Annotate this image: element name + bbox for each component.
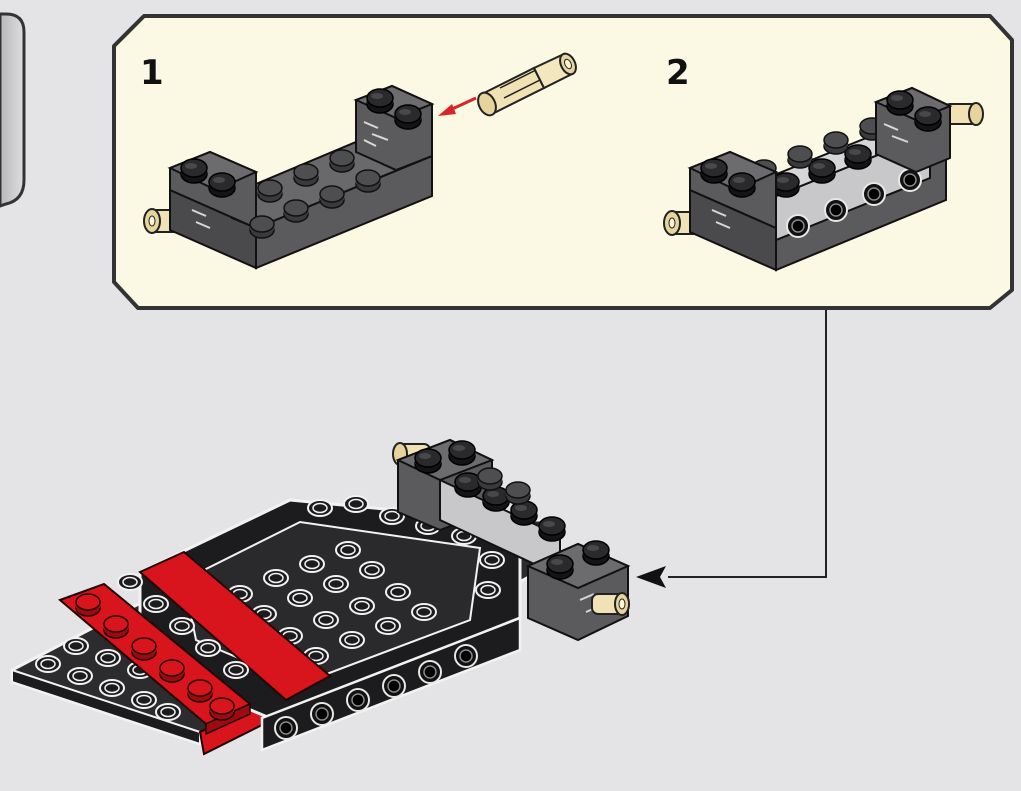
step-2-illustration	[663, 86, 984, 272]
placement-arrow	[636, 566, 666, 588]
tan-pin-right-2	[943, 102, 984, 126]
attached-subassembly	[392, 438, 631, 642]
step-1-illustration	[143, 84, 435, 270]
callout-connector-line	[668, 305, 827, 578]
tan-axle-pin	[477, 52, 577, 117]
previous-step-panel-edge	[0, 12, 26, 208]
step-number-2: 2	[666, 53, 690, 93]
step-number-1: 1	[140, 53, 164, 93]
main-model-illustration	[10, 438, 631, 756]
insertion-arrow	[438, 96, 477, 116]
